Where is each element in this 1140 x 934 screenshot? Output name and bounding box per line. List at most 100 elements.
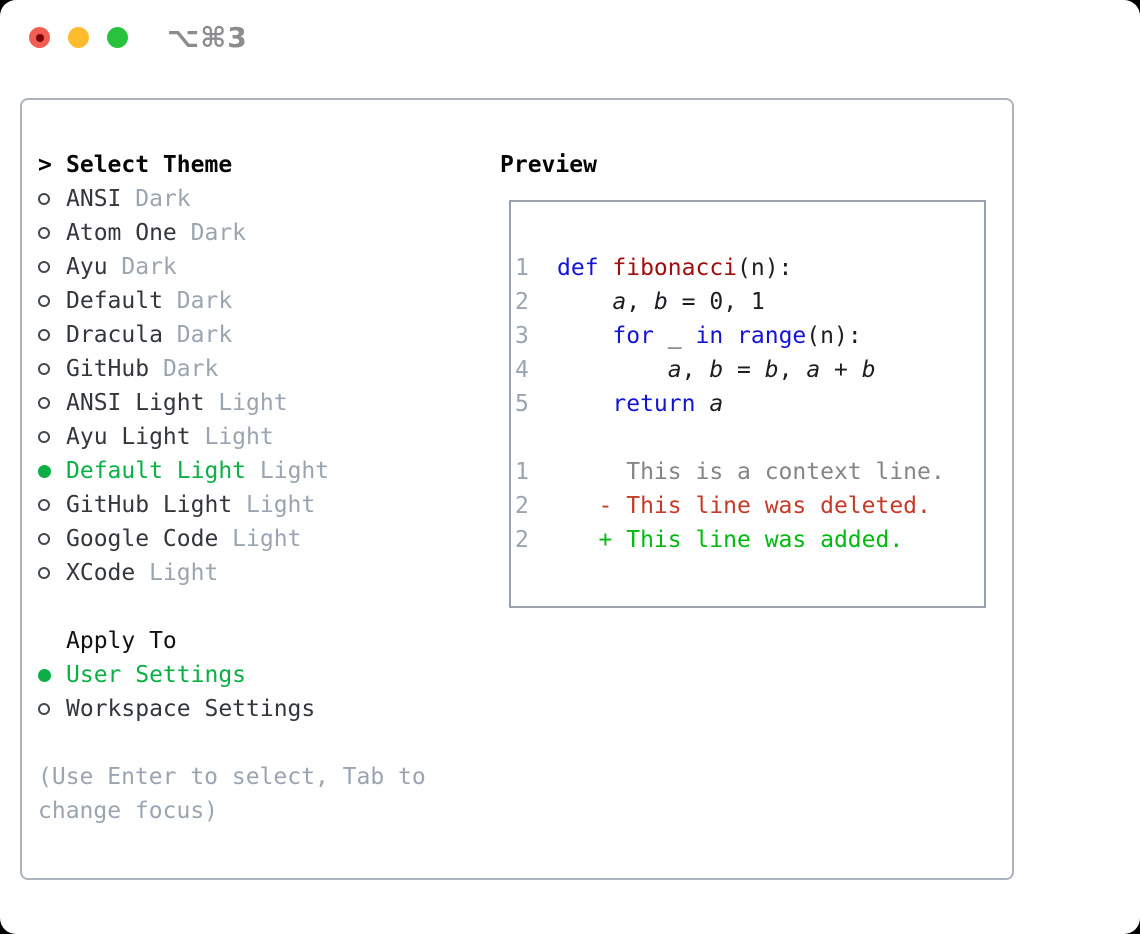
theme-name: Default — [66, 288, 177, 314]
code-token: a — [709, 391, 724, 417]
theme-name: Ayu — [66, 254, 122, 280]
theme-variant-label: Light — [246, 492, 316, 518]
code-token: a — [806, 357, 821, 383]
code-token: a — [667, 357, 682, 383]
theme-variant-label: Dark — [135, 186, 191, 212]
theme-option[interactable]: GitHub Dark — [38, 352, 442, 386]
theme-option[interactable]: Ayu Light Light — [38, 420, 442, 454]
radio-unselected-icon — [38, 295, 50, 307]
diff-text: + This line was added. — [557, 527, 904, 553]
theme-variant-label: Light — [232, 526, 302, 552]
code-token: , — [778, 357, 807, 383]
line-number: 1 — [515, 255, 529, 281]
theme-option[interactable]: Ayu Dark — [38, 250, 442, 284]
theme-variant-label: Light — [218, 390, 288, 416]
code-token: , — [626, 289, 654, 315]
theme-name: Dracula — [66, 322, 177, 348]
theme-name: Ayu Light — [66, 424, 205, 450]
line-number: 2 — [515, 493, 529, 519]
theme-option[interactable]: Google Code Light — [38, 522, 442, 556]
select-theme-header-row: > Select Theme — [38, 148, 442, 182]
apply-option[interactable]: User Settings — [38, 658, 442, 692]
line-number: 3 — [515, 323, 529, 349]
diff-line-deleted: 2 - This line was deleted. — [515, 489, 984, 523]
radio-unselected-icon — [38, 363, 50, 375]
radio-unselected-icon — [38, 567, 50, 579]
line-number: 5 — [515, 391, 529, 417]
code-token: (n): — [806, 323, 862, 349]
radio-unselected-icon — [38, 703, 50, 715]
theme-option[interactable]: ANSI Light Light — [38, 386, 442, 420]
radio-icon — [38, 397, 66, 409]
code-token: b — [861, 357, 876, 383]
theme-option[interactable]: XCode Light — [38, 556, 442, 590]
code-line: 3 for _ in range(n): — [515, 319, 984, 353]
radio-icon — [38, 464, 66, 478]
line-number: 4 — [515, 357, 529, 383]
code-line: 2 a, b = 0, 1 — [515, 285, 984, 319]
code-token: return — [612, 391, 696, 417]
theme-name: GitHub Light — [66, 492, 247, 518]
code-token: def — [557, 255, 613, 281]
line-number: 2 — [515, 289, 529, 315]
radio-icon — [38, 227, 66, 239]
theme-name: Google Code — [66, 526, 233, 552]
radio-icon — [38, 567, 66, 579]
code-token: a — [612, 289, 627, 315]
code-token: b — [709, 357, 724, 383]
minimize-button[interactable] — [68, 27, 89, 48]
radio-icon — [38, 261, 66, 273]
code-text: def fibonacci(n): — [557, 251, 792, 285]
close-button[interactable] — [29, 27, 50, 48]
code-line: 5 return a — [515, 387, 984, 421]
radio-icon — [38, 668, 66, 682]
code-token — [723, 323, 737, 349]
focus-cursor-icon: > — [38, 152, 52, 178]
zoom-button[interactable] — [107, 27, 128, 48]
theme-option[interactable]: Default Light Light — [38, 454, 442, 488]
theme-option[interactable]: Dracula Dark — [38, 318, 442, 352]
select-theme-header: Select Theme — [66, 152, 233, 178]
code-token: range — [737, 323, 807, 349]
radio-unselected-icon — [38, 227, 50, 239]
radio-unselected-icon — [38, 499, 50, 511]
theme-variant-label: Dark — [121, 254, 177, 280]
code-token: _ — [653, 323, 696, 349]
code-text: return a — [557, 387, 723, 421]
code-token — [695, 391, 709, 417]
radio-unselected-icon — [38, 261, 50, 273]
theme-variant-label: Dark — [176, 288, 233, 314]
theme-variant-label: Light — [149, 560, 219, 586]
code-token: for — [612, 323, 654, 349]
radio-icon — [38, 533, 66, 545]
theme-option[interactable]: ANSI Dark — [38, 182, 442, 216]
code-line: 1 def fibonacci(n): — [515, 251, 984, 285]
apply-option[interactable]: Workspace Settings — [38, 692, 442, 726]
code-line: 4 a, b = b, a + b — [515, 353, 984, 387]
apply-to-header: Apply To — [66, 628, 177, 654]
theme-name: Atom One — [66, 220, 191, 246]
radio-icon — [38, 431, 66, 443]
radio-unselected-icon — [38, 431, 50, 443]
code-token: b — [764, 357, 779, 383]
theme-option[interactable]: GitHub Light Light — [38, 488, 442, 522]
theme-variant-label: Light — [259, 458, 330, 484]
radio-selected-icon — [38, 668, 51, 682]
close-button-dot — [35, 33, 44, 42]
radio-icon — [38, 363, 66, 375]
radio-icon — [38, 703, 66, 715]
code-text: for _ in range(n): — [557, 319, 862, 353]
window-title: ⌥⌘3 — [167, 21, 248, 54]
theme-option[interactable]: Atom One Dark — [38, 216, 442, 250]
theme-variant-label: Dark — [162, 356, 219, 382]
theme-name: ANSI — [66, 186, 136, 212]
theme-name: ANSI Light — [66, 390, 219, 416]
theme-option[interactable]: Default Dark — [38, 284, 442, 318]
code-token — [557, 391, 612, 417]
